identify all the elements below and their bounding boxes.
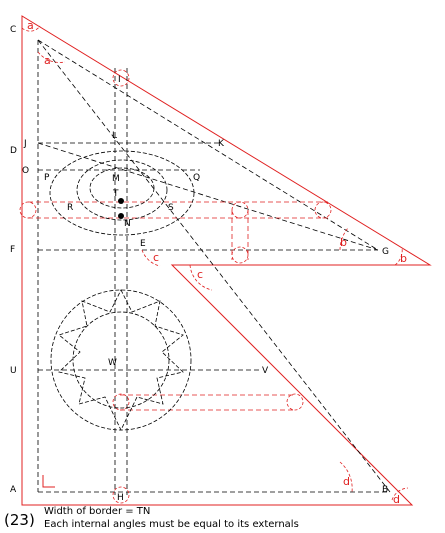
label-B: B	[382, 485, 388, 495]
label-U: U	[10, 366, 17, 376]
label-J: J	[23, 139, 27, 149]
right-angle-mark	[42, 475, 55, 488]
label-T: T	[112, 189, 119, 199]
label-W: W	[108, 358, 117, 368]
label-F: F	[10, 245, 15, 255]
label-V: V	[262, 366, 269, 376]
label-G: G	[382, 247, 389, 257]
angle-b-inner: b	[340, 236, 347, 249]
angle-arcs	[21, 25, 409, 501]
label-Q: Q	[193, 173, 200, 183]
figure-number: (23)	[4, 511, 35, 529]
outer-border	[21, 15, 432, 506]
label-P: P	[44, 173, 50, 183]
angle-c-outer: c	[197, 268, 203, 281]
marker-circles	[19, 69, 332, 504]
label-S: S	[168, 203, 174, 213]
angle-c-inner: c	[153, 251, 159, 264]
label-A: A	[10, 485, 17, 495]
label-O: O	[22, 166, 29, 176]
label-E: E	[140, 239, 146, 249]
label-R: R	[67, 203, 73, 213]
label-H: H	[117, 493, 124, 503]
angle-b-outer: b	[400, 252, 407, 265]
point-T-dot	[118, 198, 124, 204]
caption-line-1: Width of border = TN	[44, 506, 151, 517]
inner-construction	[37, 39, 391, 495]
label-K: K	[218, 139, 225, 149]
lower-medallion	[50, 289, 192, 431]
angle-d-outer: d	[393, 493, 400, 506]
label-I: I	[118, 75, 121, 85]
label-N: N	[124, 219, 131, 229]
caption-line-2: Each internal angles must be equal to it…	[44, 519, 299, 530]
point-N-dot	[118, 213, 124, 219]
label-C: C	[10, 25, 16, 35]
label-D: D	[10, 146, 17, 156]
label-M: M	[112, 174, 120, 184]
label-L: L	[112, 131, 117, 141]
upper-rosette	[49, 150, 195, 236]
angle-a-inner: a	[44, 54, 51, 67]
red-channels	[28, 201, 328, 411]
angle-a-outer: a	[27, 19, 34, 32]
angle-d-inner: d	[343, 475, 350, 488]
